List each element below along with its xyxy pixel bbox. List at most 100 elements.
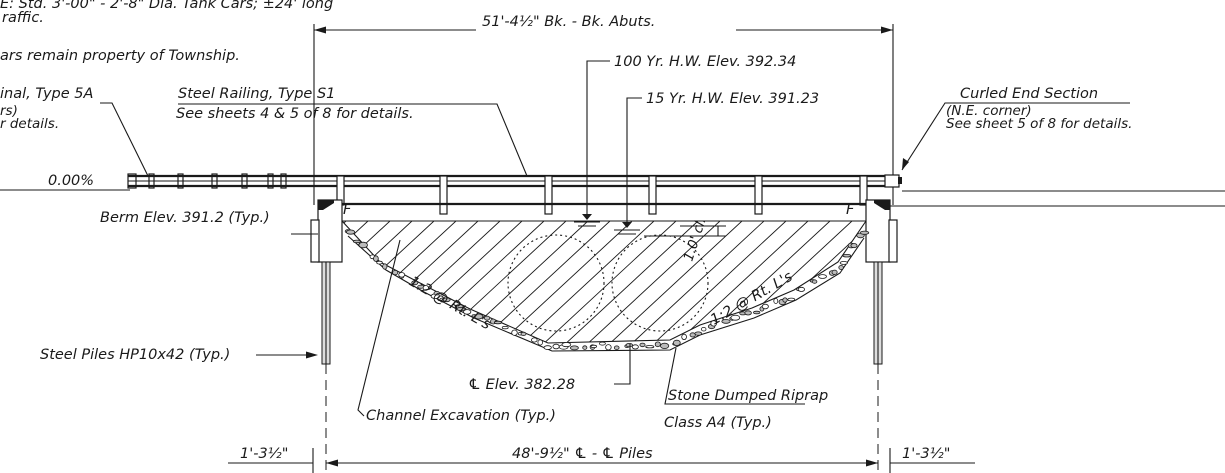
left-offset-label: 1'-3½" xyxy=(240,446,288,462)
hw100-leader: 100 Yr. H.W. Elev. 392.34 xyxy=(586,54,796,214)
riprap-stone xyxy=(537,339,543,346)
riprap-stone xyxy=(744,310,752,316)
riprap-stone xyxy=(831,269,838,275)
hw15-label: 15 Yr. H.W. Elev. 391.23 xyxy=(646,91,819,107)
riprap-stone xyxy=(694,331,703,336)
clearance-label: 1.0' cl. xyxy=(681,216,710,264)
riprap-stone xyxy=(493,320,502,325)
riprap-stone xyxy=(613,345,620,350)
pile-dimension-label: 48'-9½" ℄ - ℄ Piles xyxy=(512,446,653,462)
riprap-stone xyxy=(570,345,579,351)
riprap-stone xyxy=(838,265,844,270)
riprap-stone xyxy=(352,239,361,244)
channel-leader xyxy=(357,239,401,417)
grade-label: 0.00% xyxy=(48,173,94,189)
riprap-stone xyxy=(582,345,588,350)
hatch-line xyxy=(635,221,787,343)
riprap-stone xyxy=(511,329,518,336)
hatch-line xyxy=(547,221,699,343)
culvert-right xyxy=(611,234,709,332)
slope-left-label: 1:2 @ Rt. L's xyxy=(406,274,494,334)
hatch-line xyxy=(342,221,369,343)
riprap-stone xyxy=(659,342,670,349)
riprap-stone xyxy=(842,253,852,258)
hatch-line xyxy=(657,221,809,343)
channel-section xyxy=(174,220,870,360)
riprap-stone xyxy=(681,333,687,340)
abut-dimension: 51'-4½" Bk. - Bk. Abuts. xyxy=(313,14,894,205)
riprap-stone xyxy=(358,241,368,249)
slope-right-label: 1:2 @ Rt. L's xyxy=(708,269,796,329)
riprap-stone xyxy=(761,303,769,310)
curled-leader xyxy=(901,102,1130,171)
riprap-stone xyxy=(398,272,406,278)
riprap-stone xyxy=(811,279,818,284)
railing-line-2: See sheets 4 & 5 of 8 for details. xyxy=(176,106,414,122)
hatch-line xyxy=(342,221,413,343)
riprap-stone xyxy=(654,341,661,348)
riprap-stone xyxy=(818,274,827,279)
fill-mark-left: F xyxy=(343,202,352,218)
riprap-stone xyxy=(520,331,527,336)
berm-label: Berm Elev. 391.2 (Typ.) xyxy=(100,210,270,226)
piles-label: Steel Piles HP10x42 (Typ.) xyxy=(40,347,230,363)
riprap-stone xyxy=(859,230,870,235)
curled-line-1: Curled End Section xyxy=(960,86,1098,102)
riprap-stone xyxy=(552,343,560,350)
riprap-stone xyxy=(599,341,606,346)
bridge-railing xyxy=(128,174,902,215)
culvert-left xyxy=(507,234,605,332)
hatch-line xyxy=(569,221,721,343)
riprap-stone xyxy=(501,325,509,330)
hatch-line xyxy=(371,221,523,343)
hatch-line xyxy=(342,221,479,343)
hatch-line xyxy=(174,221,324,360)
riprap-stone xyxy=(463,309,472,315)
riprap-stone xyxy=(639,342,646,348)
riprap-stone xyxy=(753,310,761,315)
riprap-stone xyxy=(543,345,552,350)
water-symbols xyxy=(574,214,640,235)
riprap-stone xyxy=(672,339,681,346)
curled-line-2: (N.E. corner) xyxy=(946,103,1032,119)
riprap-leader xyxy=(664,347,805,405)
riprap-stone xyxy=(710,320,717,327)
riprap-stone xyxy=(782,297,788,303)
hatch-line xyxy=(525,221,677,343)
riprap-stone xyxy=(373,255,379,262)
hatch-line xyxy=(591,221,743,343)
right-offset-label: 1'-3½" xyxy=(902,446,950,462)
riprap-stone xyxy=(645,345,655,349)
riprap-stone xyxy=(625,342,633,348)
riprap-stone xyxy=(605,344,612,351)
pile-dimension: 48'-9½" ℄ - ℄ Piles 1'-3½" 1'-3½" xyxy=(228,446,975,473)
riprap-stone xyxy=(787,297,796,302)
riprap-stone xyxy=(433,291,440,296)
hatch-line xyxy=(437,221,589,343)
hatch-line xyxy=(613,221,765,343)
terminal-line-2: rs) xyxy=(0,103,18,119)
hatch-line xyxy=(503,221,655,343)
riprap-stone xyxy=(590,344,597,348)
terminal-leader xyxy=(100,102,149,177)
centerline-leader xyxy=(614,344,631,385)
fill-mark-right: F xyxy=(846,202,855,218)
riprap-stone xyxy=(773,298,779,304)
riprap-line-1: Stone Dumped Riprap xyxy=(668,388,828,404)
abutment-right: F xyxy=(846,199,898,365)
railing-leader xyxy=(178,103,528,177)
channel-label: Channel Excavation (Typ.) xyxy=(366,408,556,424)
riprap-stone xyxy=(701,327,707,332)
riprap-stone xyxy=(561,342,572,348)
railing-line-1: Steel Railing, Type S1 xyxy=(178,86,335,102)
terminal-line-3: r details. xyxy=(0,116,59,132)
note-line-2: raffic. xyxy=(2,10,44,26)
riprap-stone xyxy=(839,260,848,265)
riprap-stone xyxy=(442,297,451,303)
riprap-stone xyxy=(721,319,731,324)
riprap-stone xyxy=(850,243,858,249)
riprap-stone xyxy=(456,306,466,311)
note-line-1: E: Std. 3'-00" - 2'-8" Dia. Tank Cars; ±… xyxy=(0,0,333,12)
riprap-stone xyxy=(376,260,383,265)
